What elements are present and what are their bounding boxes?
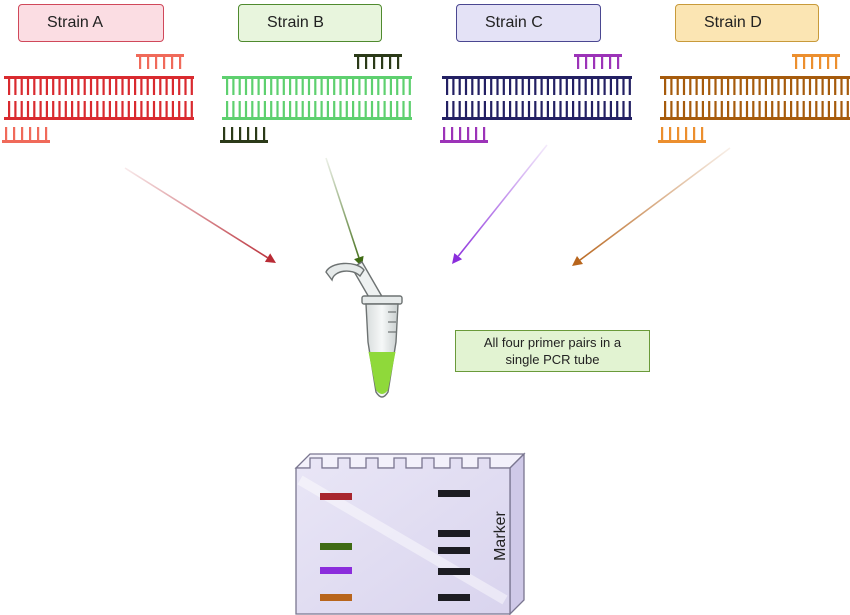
arrow-strain-c-icon: [452, 144, 548, 264]
sample-band-b: [320, 543, 352, 550]
primer-top-c-icon: [574, 54, 622, 69]
primer-top-a-icon: [136, 54, 184, 69]
marker-label: Marker: [492, 511, 509, 561]
primer-bottom-c-icon: [440, 127, 488, 143]
marker-band: [438, 594, 470, 601]
strain-a-box: Strain A: [18, 4, 164, 42]
note-line-2: single PCR tube: [505, 352, 600, 367]
sample-band-a: [320, 493, 352, 500]
primer-bottom-b-icon: [220, 127, 268, 143]
dna-strain-b-icon: [222, 76, 412, 120]
primer-top-d-icon: [792, 54, 840, 69]
dna-strain-a-icon: [4, 76, 194, 120]
arrow-strain-d-icon: [572, 147, 731, 266]
marker-band: [438, 568, 470, 575]
strain-d-box: Strain D: [675, 4, 819, 42]
strain-d-label: Strain D: [704, 14, 762, 31]
marker-band: [438, 530, 470, 537]
dna-strain-c-icon: [442, 76, 632, 120]
strain-a-label: Strain A: [47, 14, 104, 31]
dna-strain-d-icon: [660, 76, 850, 120]
strain-b-label: Strain B: [267, 14, 324, 31]
primer-bottom-a-icon: [2, 127, 50, 143]
arrow-strain-b-icon: [325, 157, 364, 267]
strain-b-box: Strain B: [238, 4, 382, 42]
pcr-tube-icon: [325, 261, 403, 398]
primer-top-b-icon: [354, 54, 402, 69]
sample-band-d: [320, 594, 352, 601]
marker-band: [438, 547, 470, 554]
strain-c-label: Strain C: [485, 14, 543, 31]
marker-band: [438, 490, 470, 497]
gel-icon: [294, 452, 526, 615]
note-box: All four primer pairs in a single PCR tu…: [455, 330, 650, 372]
note-line-1: All four primer pairs in a: [483, 335, 622, 350]
sample-band-c: [320, 567, 352, 574]
primer-bottom-d-icon: [658, 127, 706, 143]
arrow-strain-a-icon: [124, 167, 276, 263]
strain-c-box: Strain C: [456, 4, 601, 42]
